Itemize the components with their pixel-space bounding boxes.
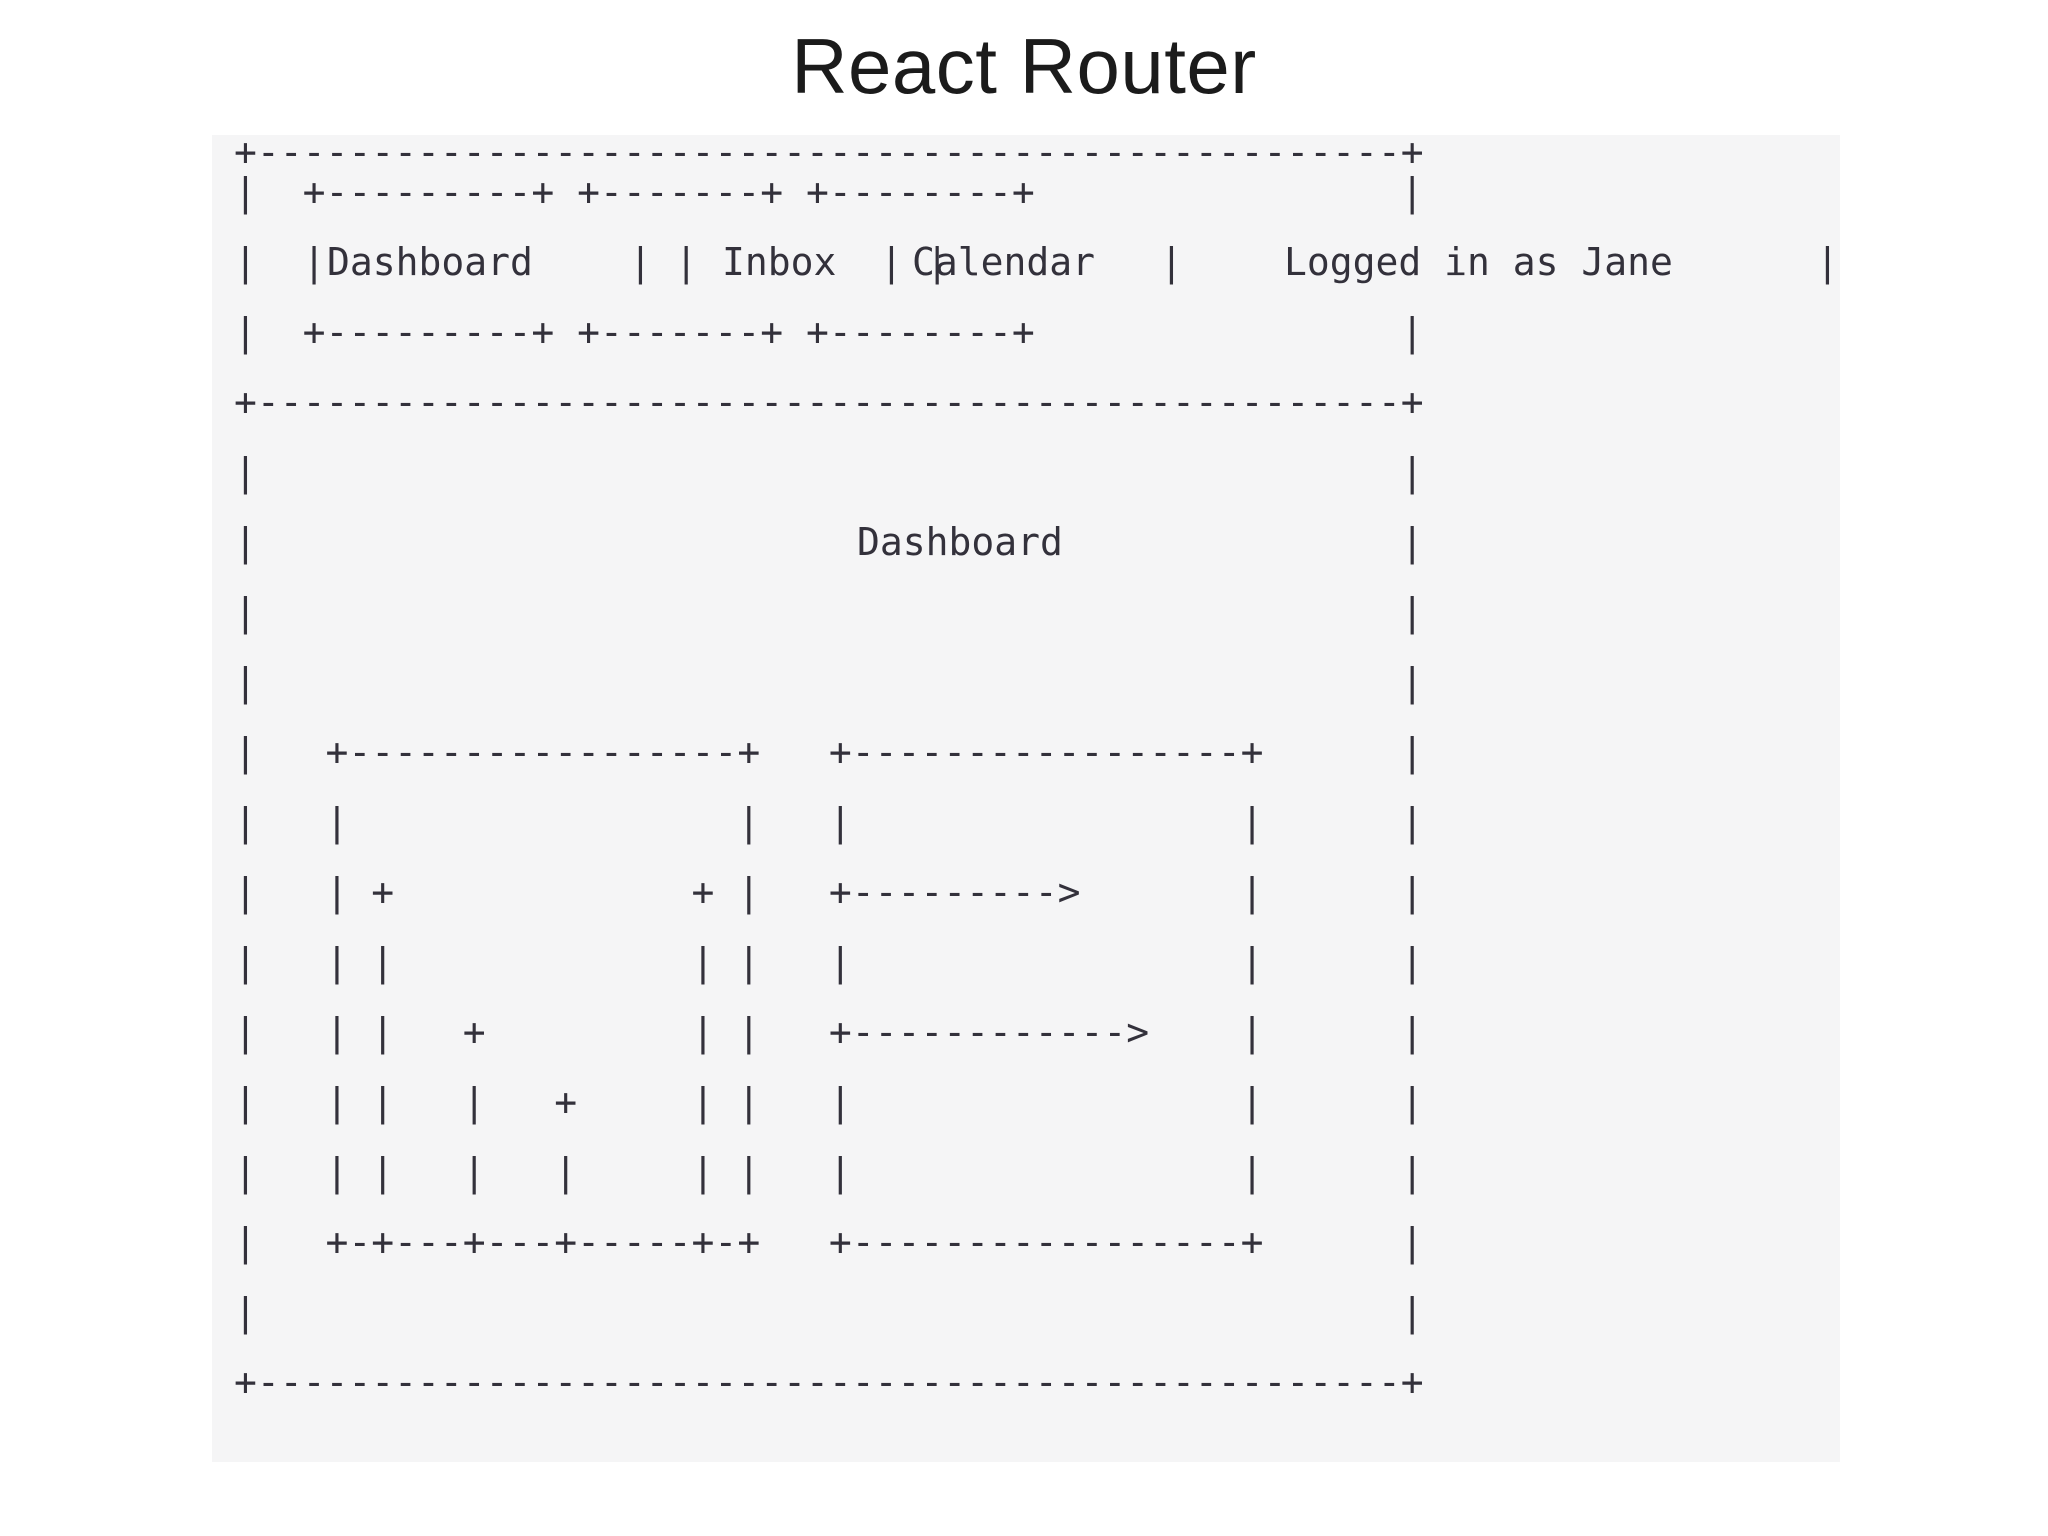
navbar-tab-borders-bottom: | +---------+ +-------+ +--------+ |	[234, 310, 1424, 354]
tab-calendar[interactable]: Calendar	[912, 240, 1096, 284]
panels-row-5: | | | | + | | | | |	[234, 1080, 1424, 1124]
content-row-blank-3: | |	[234, 660, 1424, 704]
panels-row-2: | | + + | +---------> | |	[234, 870, 1424, 914]
user-status: Logged in as Jane	[1284, 240, 1673, 284]
content-row-blank-4: | |	[234, 1290, 1424, 1334]
navbar-row-right-border: |	[1816, 240, 1839, 284]
navbar-content-divider: +---------------------------------------…	[234, 380, 1424, 424]
content-row-blank-2: | |	[234, 590, 1424, 634]
panels-row-4: | | | + | | +------------> | |	[234, 1010, 1424, 1054]
tab-dashboard[interactable]: Dashboard	[327, 240, 533, 284]
tab-calendar-right-border: |	[1160, 240, 1183, 284]
content-heading: Dashboard	[857, 520, 1063, 564]
tab-dashboard-right-border: | |	[629, 240, 698, 284]
panels-row-6: | | | | | | | | | |	[234, 1150, 1424, 1194]
navbar-row: | |	[234, 240, 326, 284]
outer-frame-bottom: +---------------------------------------…	[234, 1360, 1424, 1404]
content-row-heading-bars: | |	[234, 520, 1424, 564]
tab-inbox-right-border: | |	[880, 240, 949, 284]
panels-row-1: | | | | | |	[234, 800, 1424, 844]
content-row-blank-1: | |	[234, 450, 1424, 494]
tab-inbox[interactable]: Inbox	[722, 240, 837, 284]
navbar-tab-borders-top: | +---------+ +-------+ +--------+ |	[234, 170, 1424, 214]
outer-frame-top: +---------------------------------------…	[234, 130, 1424, 174]
panels-bottom-border: | +-+---+---+-----+-+ +-----------------…	[234, 1220, 1424, 1264]
panels-top-border: | +-----------------+ +-----------------…	[234, 730, 1424, 774]
wireframe-canvas: +---------------------------------------…	[212, 130, 1840, 1462]
panels-row-3: | | | | | | | |	[234, 940, 1424, 984]
page-title: React Router	[791, 22, 1257, 110]
